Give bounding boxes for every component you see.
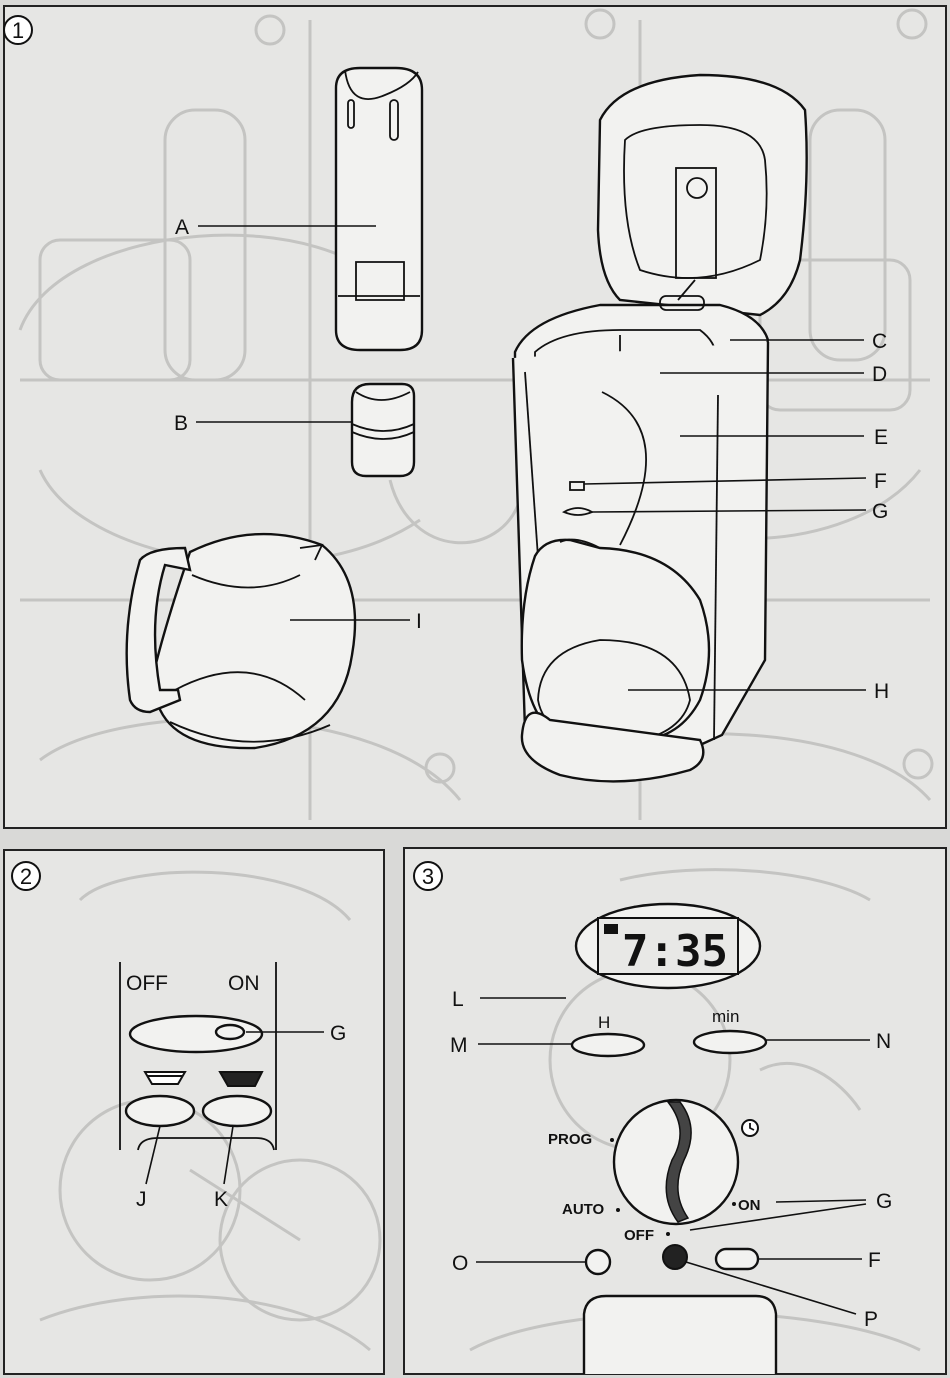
prog-label: PROG — [548, 1131, 592, 1148]
power-indicator-light — [216, 1025, 244, 1039]
off-dot — [666, 1232, 670, 1236]
label-F: F — [874, 470, 887, 493]
hour-button-label: H — [598, 1013, 610, 1032]
filter-holder-part-B — [352, 384, 414, 476]
label-G: G — [872, 500, 888, 523]
panel-1: 1 A B I — [4, 6, 946, 828]
on-label-3: ON — [738, 1197, 761, 1214]
label-P: P — [864, 1308, 878, 1331]
panel-3: 3 7:35 L H min M N PROG AUTO OFF ON — [404, 848, 946, 1374]
label-D: D — [872, 363, 887, 386]
auto-label: AUTO — [562, 1201, 605, 1218]
off-label-3: OFF — [624, 1227, 654, 1244]
label-3-F: F — [868, 1249, 881, 1272]
label-M: M — [450, 1034, 468, 1057]
indicator-F — [716, 1249, 758, 1269]
clock-icon — [742, 1120, 758, 1136]
off-label: OFF — [126, 972, 168, 995]
panel-2-number: 2 — [20, 864, 32, 889]
prog-dot — [610, 1138, 614, 1142]
carafe-slot-outline — [584, 1296, 776, 1374]
label-K: K — [214, 1188, 228, 1211]
panel-3-number: 3 — [422, 864, 434, 889]
label-B: B — [174, 412, 188, 435]
minute-button-label: min — [712, 1007, 739, 1026]
lcd-am-pm-indicator — [604, 924, 618, 934]
label-H: H — [874, 680, 889, 703]
label-E: E — [874, 426, 888, 449]
label-2-G: G — [330, 1022, 346, 1045]
label-J: J — [136, 1188, 147, 1211]
coffee-cup-icon — [145, 1072, 185, 1084]
label-I: I — [416, 610, 422, 633]
hour-button-M[interactable] — [572, 1034, 644, 1056]
indicator-light-O — [586, 1250, 610, 1274]
label-A: A — [175, 216, 189, 239]
water-tank-part-A — [336, 68, 422, 350]
minute-button-N[interactable] — [694, 1031, 766, 1053]
label-N: N — [876, 1030, 891, 1053]
label-O: O — [452, 1252, 468, 1275]
on-label: ON — [228, 972, 260, 995]
on-dot — [732, 1202, 736, 1206]
auto-dot — [616, 1208, 620, 1212]
indicator-light-P — [663, 1245, 687, 1269]
panel-1-number: 1 — [12, 18, 24, 43]
clock-time: 7:35 — [622, 926, 728, 977]
panel-2: 2 OFF ON G J K — [4, 850, 384, 1374]
coffee-cup-icon — [220, 1072, 262, 1086]
label-3-G: G — [876, 1190, 892, 1213]
label-C: C — [872, 330, 887, 353]
label-L: L — [452, 988, 464, 1011]
aroma-button-J[interactable] — [126, 1096, 194, 1126]
aroma-button-K[interactable] — [203, 1096, 271, 1126]
